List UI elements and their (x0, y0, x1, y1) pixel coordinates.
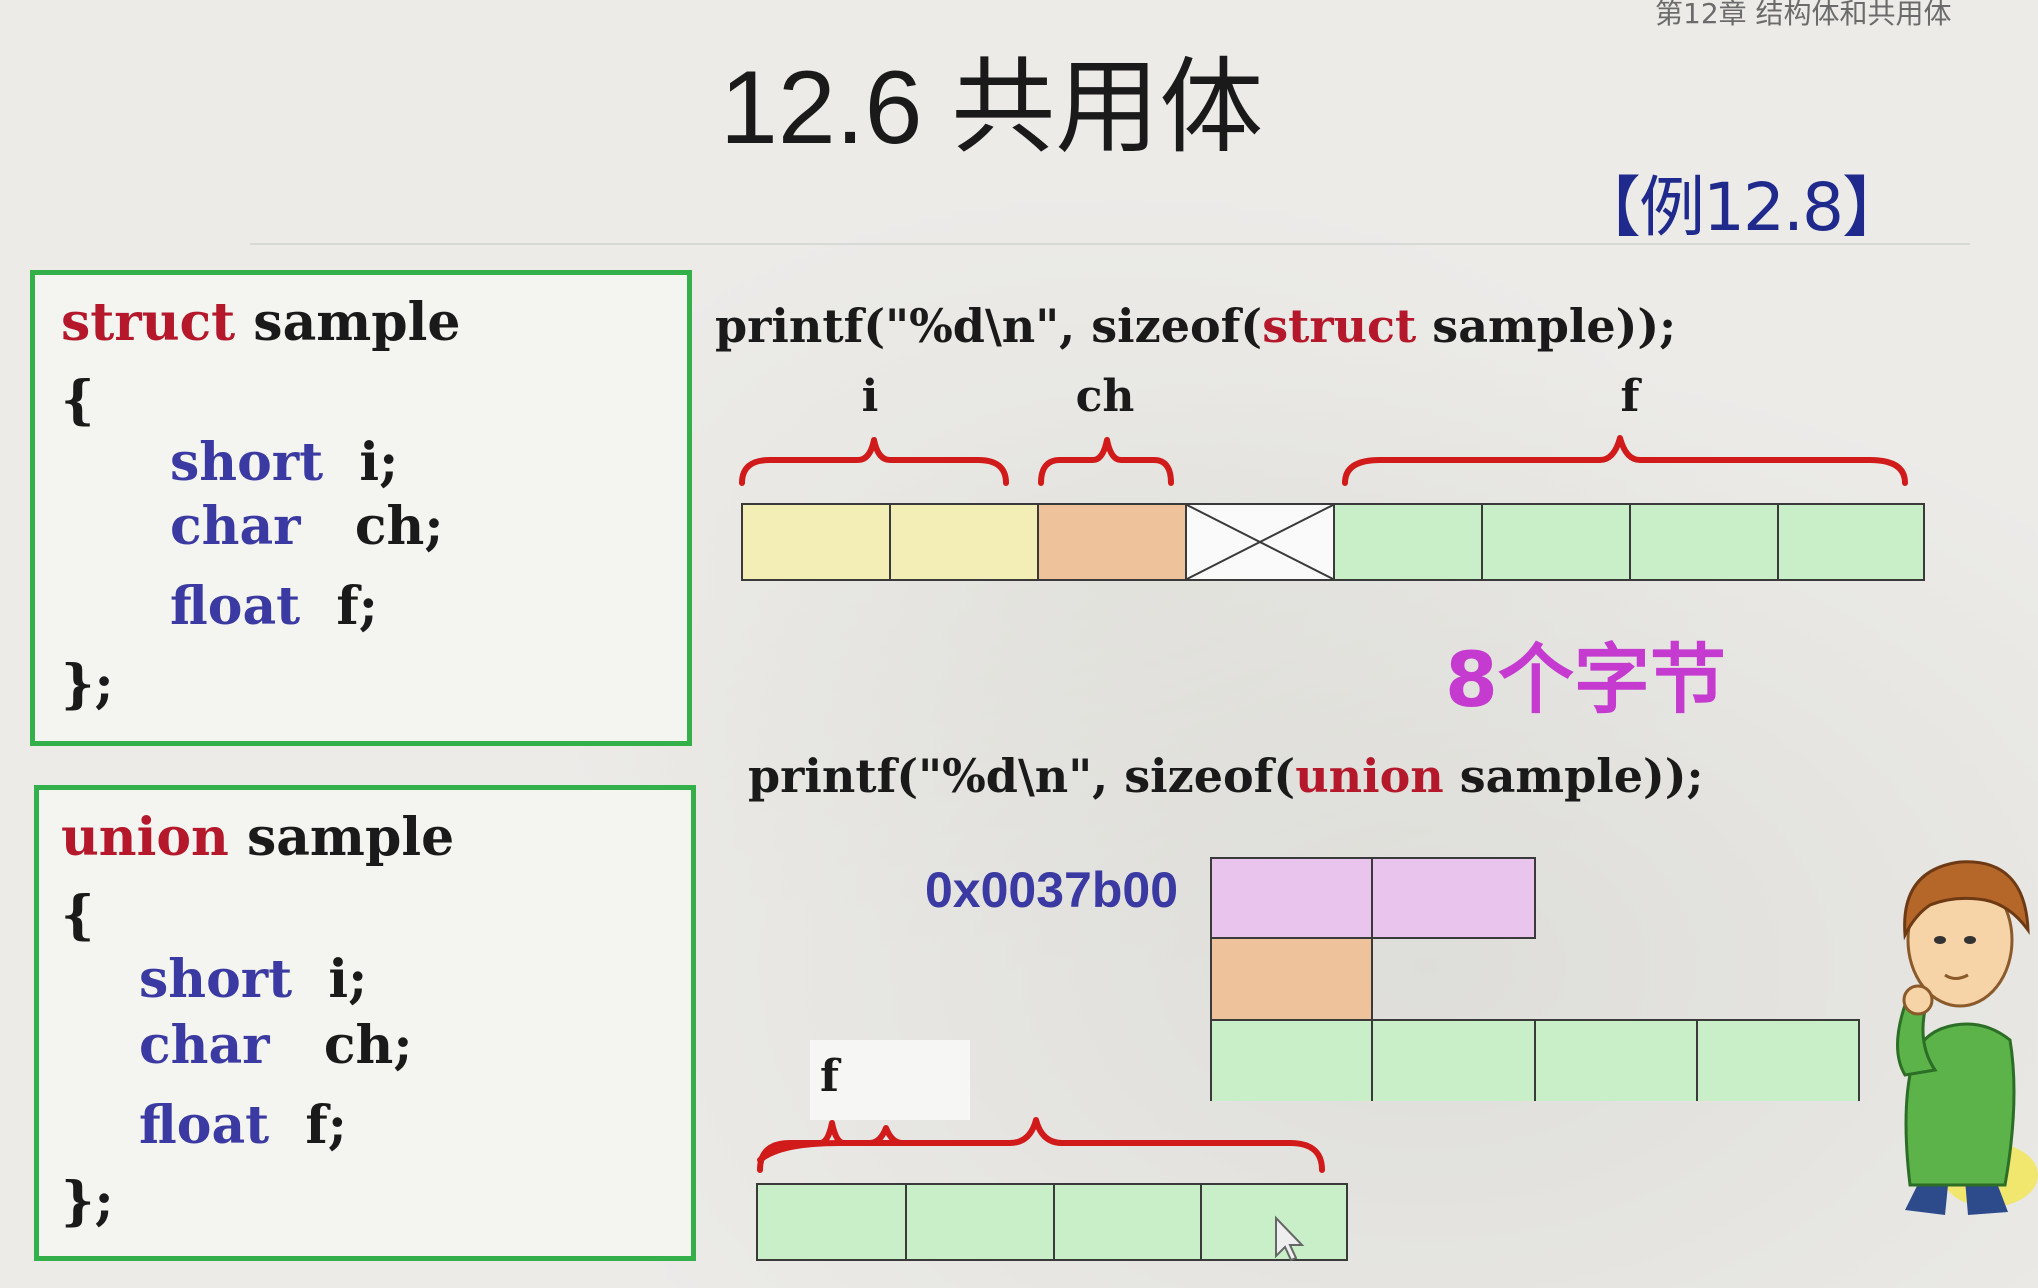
union-byte-float-2 (1534, 1019, 1698, 1101)
union-byte-short-1 (1371, 857, 1536, 939)
padding-cross-icon (1187, 505, 1333, 579)
struct-open-brace: { (61, 370, 95, 431)
struct-label-ch: ch (1075, 371, 1135, 422)
struct-member-name: f; (336, 576, 378, 637)
struct-name: sample (235, 292, 461, 353)
size-result-label: 8个字节 (1445, 635, 1726, 724)
union-close-brace: }; (61, 1171, 114, 1232)
example-label: 【例12.8】 (1575, 169, 1908, 246)
union-brace-short (757, 1120, 873, 1173)
bottom-byte-float-0 (756, 1183, 907, 1261)
struct-printf-statement: printf("%d\n", sizeof(struct sample)); (715, 298, 1676, 354)
struct-member-type: short (170, 432, 324, 493)
struct-byte-float-3 (1777, 503, 1925, 581)
union-member-short: short i; (139, 950, 367, 1010)
brace-ch (1038, 437, 1174, 486)
struct-member-float: float f; (170, 577, 378, 637)
struct-label-i: i (861, 371, 879, 422)
bottom-byte-float-3 (1200, 1183, 1348, 1261)
title-divider (250, 243, 1970, 245)
struct-member-char: char ch; (170, 497, 444, 557)
struct-byte-float-0 (1333, 503, 1483, 581)
struct-keyword: struct (61, 292, 236, 353)
union-brace-float (757, 1117, 1325, 1173)
brace-f (1342, 435, 1908, 486)
struct-label-f: f (1620, 371, 1640, 422)
struct-member-short: short i; (170, 433, 398, 493)
union-open-brace: { (61, 885, 95, 946)
union-byte-float-1 (1371, 1019, 1536, 1101)
union-keyword: union (61, 807, 229, 868)
bottom-byte-float-2 (1053, 1183, 1202, 1261)
union-member-name: i; (328, 949, 368, 1010)
union-byte-short-0 (1210, 857, 1373, 939)
union-label-f: f (820, 1051, 839, 1102)
struct-member-name: ch; (354, 496, 444, 557)
struct-byte-char (1037, 503, 1187, 581)
printf-prefix: printf("%d\n", sizeof( (715, 299, 1263, 353)
union-member-char: char ch; (139, 1016, 413, 1076)
printf-keyword: struct (1262, 299, 1417, 353)
chapter-header: 第12章 结构体和共用体 (1655, 0, 1952, 26)
union-name: sample (228, 807, 455, 868)
cursor-icon (1275, 1215, 1305, 1262)
union-printf-statement: printf("%d\n", sizeof(union sample)); (748, 748, 1704, 804)
union-member-name: f; (305, 1095, 347, 1156)
union-member-type: short (139, 949, 293, 1010)
union-byte-char (1210, 937, 1373, 1021)
printf-suffix: sample)); (1443, 749, 1704, 803)
struct-member-name: i; (359, 432, 399, 493)
struct-byte-float-1 (1481, 503, 1631, 581)
page-title: 12.6 共用体 (720, 50, 1264, 166)
struct-close-brace: }; (61, 654, 114, 715)
union-member-type: float (139, 1095, 270, 1156)
union-declaration: union sample (61, 808, 454, 868)
union-member-type: char (139, 1015, 270, 1076)
union-member-name: ch; (323, 1015, 413, 1076)
printf-keyword: union (1295, 749, 1444, 803)
struct-byte-padding (1185, 503, 1335, 581)
printf-suffix: sample)); (1416, 299, 1677, 353)
struct-declaration: struct sample (61, 293, 460, 353)
union-byte-float-3 (1696, 1019, 1860, 1101)
struct-byte-short-1 (889, 503, 1039, 581)
union-member-float: float f; (139, 1096, 347, 1156)
struct-member-type: float (170, 576, 301, 637)
brace-i (739, 437, 1009, 486)
struct-code-box: struct sample { short i; char ch; float … (30, 270, 692, 746)
struct-byte-float-2 (1629, 503, 1779, 581)
union-byte-float-0 (1210, 1019, 1373, 1101)
f-label-background (810, 1040, 970, 1120)
printf-prefix: printf("%d\n", sizeof( (748, 749, 1296, 803)
thinking-character-icon (1896, 860, 2038, 1215)
struct-member-type: char (170, 496, 301, 557)
union-address-label: 0x0037b00 (925, 862, 1179, 918)
union-code-box: union sample { short i; char ch; float f… (34, 785, 696, 1261)
